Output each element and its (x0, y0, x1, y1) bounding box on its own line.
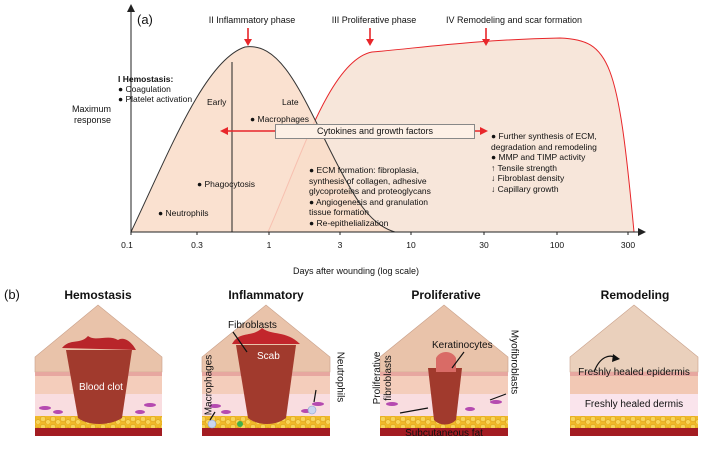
subcutaneous-fat-label: Subcutaneous fat (405, 428, 483, 439)
scab-label: Scab (257, 351, 280, 362)
blood-clot-shape (66, 350, 132, 424)
stage-title-remodeling: Remodeling (600, 288, 670, 302)
freshly-healed-epidermis-label: Freshly healed epidermis (578, 367, 690, 378)
hemostasis-block: I Hemostasis: ● Coagulation ● Platelet a… (118, 74, 192, 104)
phase-proliferative-label: III Proliferative phase (331, 15, 417, 25)
phase-arrows (244, 28, 490, 46)
x-tick-label: 0.3 (191, 240, 203, 250)
phase-inflammatory-label: II Inflammatory phase (208, 15, 296, 25)
x-axis-label: Days after wounding (log scale) (292, 266, 420, 276)
macrophages-label: ● Macrophages (250, 114, 309, 124)
phase-remodeling-label: IV Remodeling and scar formation (445, 15, 583, 25)
macrophages-label-b: Macrophages (203, 354, 215, 416)
ecm-formation-block: ● ECM formation: fibroplasia, synthesis … (309, 165, 431, 228)
stage-title-inflammatory: Inflammatory (228, 288, 304, 302)
blood-vessel-label: Blood vessel (237, 438, 295, 449)
hemostasis-item: ● Coagulation (118, 84, 171, 94)
freshly-healed-dermis-label: Freshly healed dermis (584, 399, 684, 410)
neutrophils-label-b: Neutrophils (334, 351, 346, 403)
remodeling-illustration (569, 304, 699, 436)
panel-b-letter: (b) (4, 287, 20, 302)
y-axis-label: Maximum response (72, 104, 112, 125)
keratinocytes-label: Keratinocytes (432, 340, 493, 351)
panel-a-letter: (a) (137, 12, 153, 27)
inflammatory-curve (130, 46, 396, 233)
hemostasis-item: ● Platelet activation (118, 94, 193, 104)
myofibroblasts-label: Myofibroblasts (508, 329, 520, 395)
early-label: Early (207, 97, 227, 107)
proliferative-fibroblasts-label: Proliferative fibroblasts (372, 351, 394, 405)
neutrophils-label: ● Neutrophils (158, 208, 209, 218)
fibroblasts-label: Fibroblasts (228, 320, 277, 331)
blood-clot-label: Blood clot (79, 382, 123, 393)
hemostasis-illustration (34, 304, 163, 436)
y-axis-arrow (127, 4, 135, 12)
x-tick-label: 1 (266, 240, 272, 250)
x-tick-label: 300 (620, 240, 636, 250)
cytokines-box: Cytokines and growth factors (275, 124, 475, 139)
late-label: Late (282, 97, 299, 107)
stage-title-hemostasis: Hemostasis (64, 288, 132, 302)
x-tick-label: 10 (406, 240, 416, 250)
proliferative-illustration (379, 304, 509, 436)
x-tick-label: 0.1 (121, 240, 133, 250)
x-axis-arrow (638, 228, 646, 236)
x-tick-label: 3 (337, 240, 343, 250)
x-tick-label: 100 (549, 240, 565, 250)
inflammatory-illustration (201, 304, 331, 436)
hemostasis-title: I Hemostasis: (118, 74, 174, 84)
stage-title-proliferative: Proliferative (411, 288, 481, 302)
remodeling-block: ● Further synthesis of ECM, degradation … (491, 131, 597, 194)
x-tick-marks (130, 232, 629, 235)
phagocytosis-label: ● Phagocytosis (197, 179, 256, 189)
x-tick-label: 30 (479, 240, 489, 250)
